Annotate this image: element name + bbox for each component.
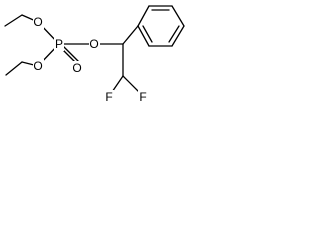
atom-f-right: F xyxy=(139,90,146,104)
phenyl-ring xyxy=(137,5,185,47)
atom-f-left: F xyxy=(105,90,112,104)
bond-top-ethyl-c-c xyxy=(4,14,23,27)
bond-bottom-ethyl-c-c xyxy=(5,61,23,76)
atom-o-ethoxy-top: O xyxy=(33,15,42,29)
atom-o-double: O xyxy=(72,61,81,75)
bond-ch-phenyl xyxy=(122,25,139,45)
structure-canvas: O O P O O F F xyxy=(0,0,222,120)
atom-o-ethoxy-bottom: O xyxy=(33,59,42,73)
atom-o-ester: O xyxy=(89,37,98,51)
atom-label-layer: O O P O O F F xyxy=(33,15,148,104)
atom-p: P xyxy=(55,37,63,51)
chemical-structure: O O P O O F F xyxy=(4,5,185,104)
